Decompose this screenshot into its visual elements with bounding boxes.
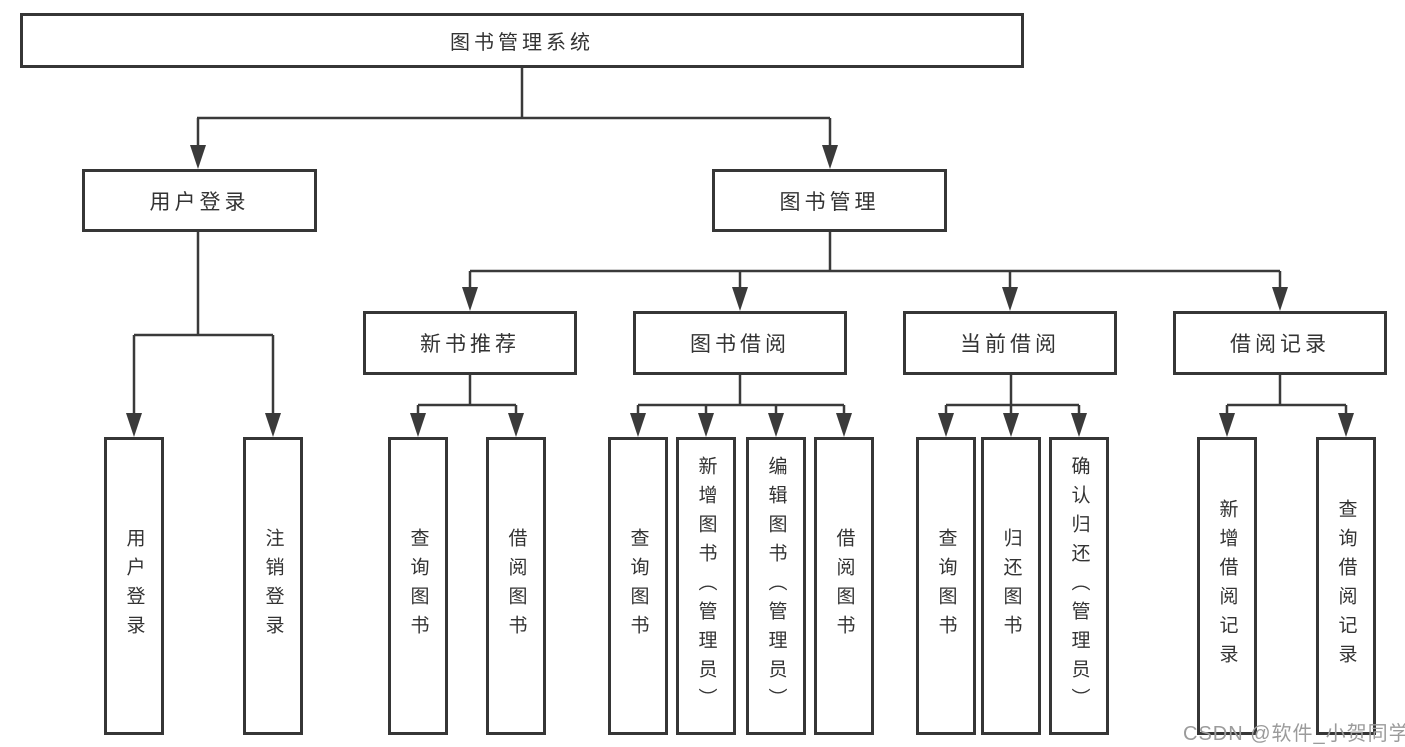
node-library-management-system: 图书管理系统 xyxy=(20,13,1024,68)
node-current-borrowing: 当前借阅 xyxy=(903,311,1117,375)
leaf-add-books-admin: 新增图书（管理员） xyxy=(676,437,736,735)
connector-current-borrow-to-leaves xyxy=(944,375,1081,416)
leaf-borrow-books-recommend: 借阅图书 xyxy=(486,437,546,735)
connector-book-mgmt-to-level3 xyxy=(468,232,1282,290)
leaf-query-books-borrow: 查询图书 xyxy=(608,437,668,735)
leaf-query-borrow-record: 查询借阅记录 xyxy=(1316,437,1376,735)
node-book-borrowing: 图书借阅 xyxy=(633,311,847,375)
leaf-logout: 注销登录 xyxy=(243,437,303,735)
leaf-borrow-books: 借阅图书 xyxy=(814,437,874,735)
node-borrowing-records: 借阅记录 xyxy=(1173,311,1387,375)
leaf-query-books-current: 查询图书 xyxy=(916,437,976,735)
leaf-query-books-recommend: 查询图书 xyxy=(388,437,448,735)
connector-root-to-level2 xyxy=(196,68,832,147)
leaf-edit-books-admin: 编辑图书（管理员） xyxy=(746,437,806,735)
node-new-book-recommendation: 新书推荐 xyxy=(363,311,577,375)
connector-new-books-to-leaves xyxy=(416,375,518,416)
leaf-confirm-return-admin: 确认归还（管理员） xyxy=(1049,437,1109,735)
node-book-management: 图书管理 xyxy=(712,169,947,232)
connector-records-to-leaves xyxy=(1225,375,1348,416)
csdn-watermark: CSDN @软件_小贺同学 xyxy=(1183,723,1405,745)
connector-book-borrow-to-leaves xyxy=(636,375,846,416)
leaf-add-borrow-record: 新增借阅记录 xyxy=(1197,437,1257,735)
leaf-user-login: 用户登录 xyxy=(104,437,164,735)
leaf-return-books: 归还图书 xyxy=(981,437,1041,735)
node-user-login: 用户登录 xyxy=(82,169,317,232)
connector-user-login-to-leaves xyxy=(132,232,275,416)
